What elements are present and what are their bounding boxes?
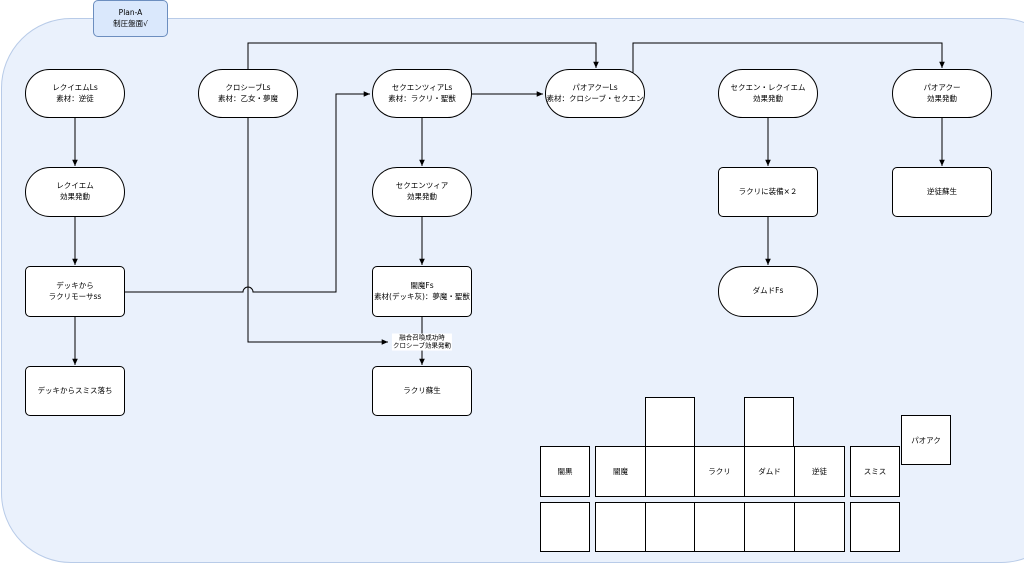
node-line: クロシーブLs (225, 82, 271, 92)
node-paoaku-effect[interactable]: パオアクー 効果発動 (892, 69, 992, 118)
node-sequentia-ls[interactable]: セクエンツィアLs 素材：ラクリ・聖獣 (372, 69, 472, 118)
node-requiem-effect[interactable]: レクイエム 効果発動 (25, 167, 125, 217)
board-pendulum-zone-right[interactable]: スミス (850, 446, 900, 497)
cell-label: ラクリ (708, 467, 731, 476)
node-line: ラクリ蘇生 (403, 385, 441, 395)
edge-label-line: 融合召喚成功時 (399, 333, 445, 342)
node-rakuri-equip[interactable]: ラクリに装備×２ (718, 167, 818, 217)
board-spell-zone-1[interactable] (595, 502, 646, 552)
node-line: デッキからスミス落ち (37, 385, 113, 395)
edge-deck-to-sequentia-ls (124, 91, 370, 293)
board-monster-zone-1[interactable]: 闇魔 (595, 446, 646, 497)
cell-label: 闇黒 (557, 467, 573, 476)
node-line: 効果発動 (60, 192, 90, 201)
board-lone-card[interactable]: パオアク (901, 415, 951, 465)
node-line: デッキから (56, 280, 94, 290)
node-deck-rakuri[interactable]: デッキから ラクリモーサss (25, 266, 125, 317)
node-closeave-ls[interactable]: クロシーブLs 素材：乙女・夢魔 (198, 69, 298, 118)
node-line: セクエン・レクイエム (730, 82, 806, 92)
board-extra-zone-left[interactable] (645, 397, 695, 447)
edge-label-line: クロシーブ効果発動 (392, 342, 452, 350)
node-line: セクエンツィアLs (391, 82, 453, 92)
node-line: 素材(デッキ灰)：夢魔・聖獣 (374, 291, 470, 301)
node-line: レクイエム (56, 181, 94, 191)
node-line: 闇魔Fs (410, 280, 434, 290)
board-spell-zone-4[interactable] (744, 502, 795, 552)
board-spell-zone-left[interactable] (540, 502, 590, 552)
board-monster-zone-4[interactable]: ダムド (744, 446, 795, 497)
node-requiem-ls[interactable]: レクイエムLs 素材：逆徒 (25, 69, 125, 118)
board-spell-zone-5[interactable] (794, 502, 845, 552)
board-spell-zone-right[interactable] (850, 502, 900, 552)
plan-title: Plan-A (118, 8, 143, 17)
plan-subtitle: 制圧盤面√ (113, 18, 148, 28)
node-line: パオアクー (923, 82, 961, 92)
board-monster-zone-5[interactable]: 逆徒 (794, 446, 845, 497)
node-line: パオアクーLs (572, 82, 618, 92)
cell-label: 逆徒 (812, 467, 827, 476)
cell-label: ダムド (758, 467, 781, 476)
node-line: 逆徒蘇生 (927, 186, 957, 196)
node-deck-smith[interactable]: デッキからスミス落ち (25, 366, 125, 416)
node-line: 効果発動 (753, 93, 783, 103)
node-line: 素材：ラクリ・聖獣 (388, 93, 456, 103)
node-paoaku-ls[interactable]: パオアクーLs 素材：クロシーブ・セクエン (545, 69, 645, 118)
edge-label-fusion-trigger: 融合召喚成功時 クロシーブ効果発動 (391, 333, 453, 351)
node-damudo-fs[interactable]: ダムドFs (718, 266, 818, 317)
node-gyakuto-revive[interactable]: 逆徒蘇生 (892, 167, 992, 217)
board-monster-zone-3[interactable]: ラクリ (694, 446, 745, 497)
board-monster-zone-2[interactable] (645, 446, 695, 497)
edge-closeave-to-paoaku (247, 42, 599, 69)
node-line: 効果発動 (927, 93, 957, 103)
node-yamima-fs[interactable]: 闇魔Fs 素材(デッキ灰)：夢魔・聖獣 (372, 266, 472, 317)
node-line: ラクリに装備×２ (738, 186, 798, 196)
node-line: ダムドFs (752, 286, 784, 296)
board-spell-zone-2[interactable] (645, 502, 695, 552)
node-line: ラクリモーサss (48, 291, 102, 301)
cell-label: 闇魔 (613, 467, 628, 476)
node-sequentia-effect[interactable]: セクエンツィア 効果発動 (372, 167, 472, 217)
edge-paoaku-ls-to-effect (632, 42, 945, 80)
node-line: 素材：クロシーブ・セクエン (546, 93, 644, 103)
edge-closeave-to-fusion (247, 118, 388, 345)
cell-label: スミス (863, 467, 887, 476)
cell-label: パオアク (911, 435, 941, 445)
node-line: 素材：乙女・夢魔 (218, 93, 278, 103)
node-line: セクエンツィア (395, 181, 449, 191)
board-spell-zone-3[interactable] (694, 502, 745, 552)
node-line: レクイエムLs (52, 82, 98, 92)
plan-label: Plan-A 制圧盤面√ (93, 0, 168, 37)
node-line: 効果発動 (407, 192, 437, 201)
node-rakuri-revive[interactable]: ラクリ蘇生 (372, 366, 472, 416)
node-line: 素材：逆徒 (56, 93, 94, 103)
board-extra-zone-right[interactable] (744, 397, 794, 447)
board-field-zone[interactable]: 闇黒 (540, 446, 590, 497)
node-seq-req-effect[interactable]: セクエン・レクイエム 効果発動 (718, 69, 818, 118)
